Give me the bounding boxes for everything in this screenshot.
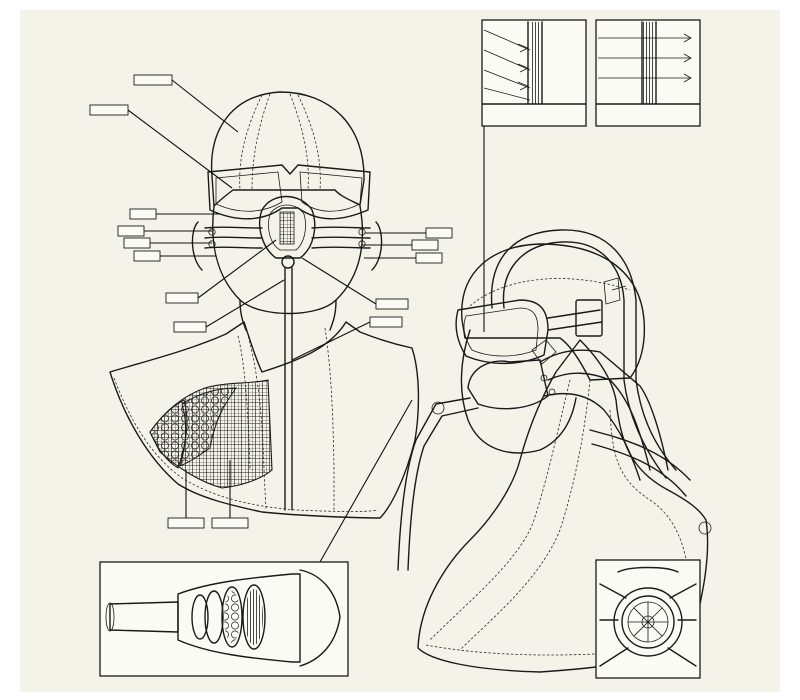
label-tag (211, 517, 249, 529)
label-tag (89, 104, 129, 116)
inset-box-valve (595, 559, 701, 679)
inset-box-left-top (481, 19, 587, 127)
label-tag (411, 239, 439, 251)
inset-box-regulator (99, 399, 413, 677)
label-tag (133, 250, 161, 262)
inset-box-right-top (595, 19, 701, 127)
label-tag (133, 74, 173, 86)
label-tag (117, 225, 145, 237)
label-tag (415, 252, 443, 264)
label-tag (167, 517, 205, 529)
label-tag (129, 208, 157, 220)
label-tag (173, 321, 207, 333)
front-view-figure (109, 91, 420, 519)
label-tag (123, 237, 151, 249)
label-tag (375, 298, 409, 310)
label-tag (165, 292, 199, 304)
label-tag (369, 316, 403, 328)
callout-labels (89, 74, 453, 529)
label-tag (425, 227, 453, 239)
